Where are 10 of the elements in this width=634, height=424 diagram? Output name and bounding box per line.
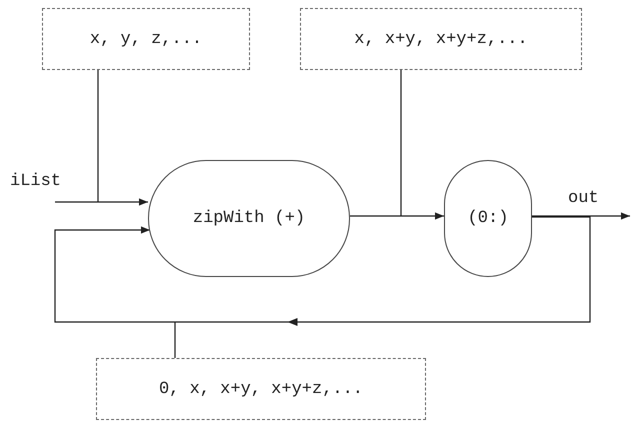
node-text: (0:): [468, 209, 508, 228]
node-text: 0, x, x+y, x+y+z,...: [158, 380, 364, 398]
annotation-box: [42, 8, 250, 70]
annotation-box: [96, 358, 426, 420]
edge-label: out: [568, 189, 599, 208]
node-text: x, x+y, x+y+z,...: [354, 30, 528, 48]
edge-label: iList: [10, 172, 62, 191]
annotation-box: [300, 8, 582, 70]
node-text: zipWith (+): [192, 209, 306, 228]
node-text: x, y, z,...: [90, 30, 202, 48]
